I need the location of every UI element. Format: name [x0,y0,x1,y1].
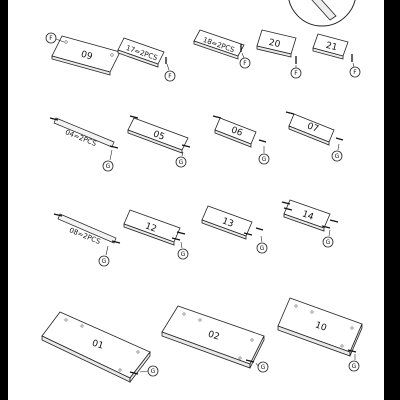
part-02: 02 G [161,305,269,373]
svg-text:G: G [352,363,357,370]
part-label: 05 [152,129,166,142]
svg-text:F: F [49,35,53,42]
part-10: 10 G [277,297,363,372]
svg-text:G: G [151,368,156,375]
fastener-callout-g: G [98,255,110,267]
part-label: 10 [314,320,328,333]
part-label: 06 [230,125,244,138]
fastener-callout-g: G [256,242,268,254]
part-06: 06 G [212,115,270,165]
part-label: 01 [91,339,105,352]
part-label: 07 [306,121,320,134]
part-09: 09 F [45,32,121,76]
fastener-callout-g: G [322,236,334,248]
detail-callout-circle [288,0,356,27]
part-21: 21 F [312,33,361,78]
part-20: 20 F [256,29,302,79]
svg-text:G: G [181,251,186,258]
part-14: 14 G [281,199,339,248]
fastener-callout-g: G [175,156,187,168]
part-01: 01 G [41,311,159,384]
fastener-callout-g: G [147,365,159,377]
fastener-callout-f: F [349,66,361,78]
part-18: 18=2PCS F [193,29,251,69]
svg-text:F: F [243,60,247,67]
svg-text:G: G [260,245,265,252]
svg-text:F: F [294,70,298,77]
part-label: 21 [325,41,339,53]
fastener-callout-f: F [290,67,302,79]
part-07: 07 G [285,111,344,162]
part-04: 04=2PCS G [49,117,119,172]
part-label: 13 [221,216,235,229]
part-12: 12 G [123,209,189,260]
part-label: 14 [301,209,315,222]
fastener-callout-f: F [164,70,176,82]
fastener-callout-g: G [177,248,189,260]
part-label: 02 [207,330,221,343]
svg-text:G: G [326,239,331,246]
part-08: 08=2PCS G [53,213,121,267]
svg-text:G: G [261,364,266,371]
part-17: 17=2PCS F [117,37,176,82]
fastener-callout-f: F [239,57,251,69]
fastener-callout-g: G [102,160,114,172]
svg-text:G: G [106,163,111,170]
part-label: 20 [268,38,282,50]
part-label: 09 [80,50,94,63]
svg-text:F: F [353,69,357,76]
svg-text:F: F [168,73,172,80]
part-13: 13 G [201,205,268,254]
svg-text:G: G [102,258,107,265]
svg-text:G: G [335,153,340,160]
fastener-callout-g: G [348,360,360,372]
fastener-callout-f: F [45,32,57,44]
fastener-callout-g: G [331,150,343,162]
svg-text:G: G [262,156,267,163]
fastener-callout-g: G [257,361,269,373]
fastener-callout-g: G [258,153,270,165]
part-05: 05 G [127,115,191,168]
svg-text:G: G [179,159,184,166]
part-label: 12 [144,221,158,234]
